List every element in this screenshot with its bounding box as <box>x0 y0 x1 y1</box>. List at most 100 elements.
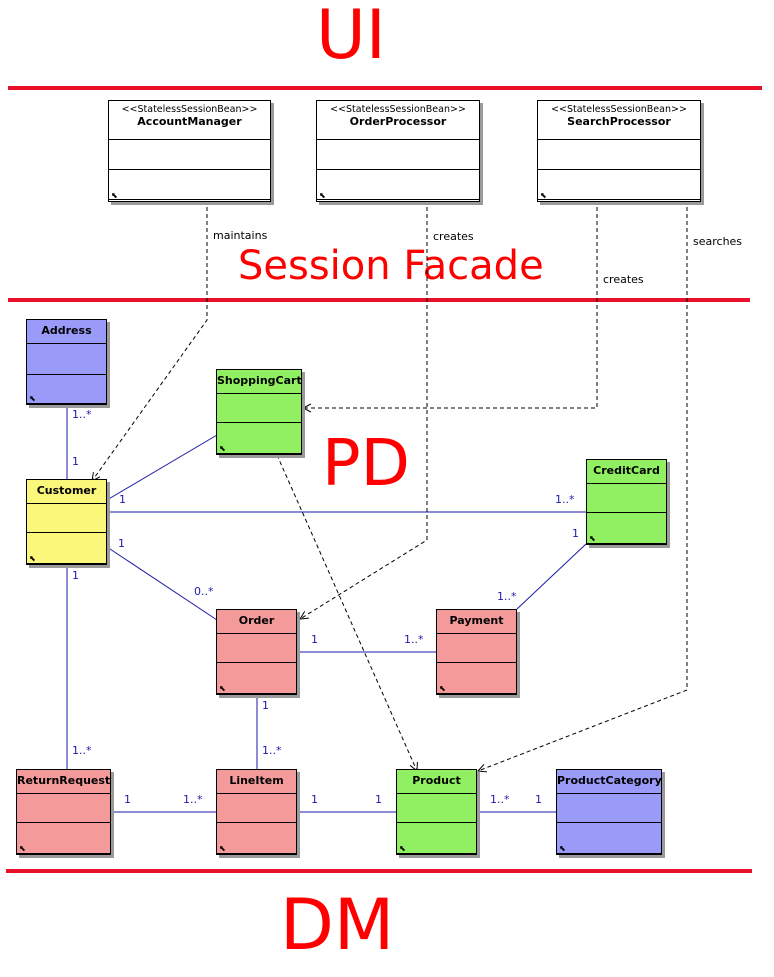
class-name: Payment <box>437 610 516 634</box>
class-name: Order <box>217 610 296 634</box>
assoc-customer-shoppingcart <box>106 434 218 501</box>
operations-compartment <box>217 663 296 694</box>
attributes-compartment <box>557 794 661 823</box>
separator-dm <box>6 869 752 873</box>
class-name: ReturnRequest <box>17 770 110 794</box>
multiplicity-label: 1..* <box>404 633 424 646</box>
attributes-compartment <box>17 794 110 823</box>
class-product[interactable]: Product ⬉ <box>396 769 477 855</box>
operations-compartment <box>538 170 700 200</box>
operations-compartment <box>17 823 110 854</box>
stereotype-label: <<StatelessSessionBean>> <box>551 104 687 115</box>
class-address[interactable]: Address ⬉ <box>26 319 107 405</box>
corner-arrow-icon: ⬉ <box>219 684 226 693</box>
operations-compartment <box>217 423 301 454</box>
operations-compartment <box>109 170 270 200</box>
multiplicity-label: 1 <box>72 569 79 582</box>
corner-arrow-icon: ⬉ <box>111 191 118 200</box>
attributes-compartment <box>217 634 296 663</box>
multiplicity-label: 1 <box>311 793 318 806</box>
attributes-compartment <box>217 394 301 423</box>
class-line-item[interactable]: LineItem ⬉ <box>216 769 297 855</box>
dep-searches <box>478 200 688 771</box>
attributes-compartment <box>538 140 700 170</box>
operations-compartment <box>397 823 476 854</box>
class-credit-card[interactable]: CreditCard ⬉ <box>586 459 667 545</box>
corner-arrow-icon: ⬉ <box>19 844 26 853</box>
multiplicity-label: 1 <box>124 793 131 806</box>
layer-title-session-facade: Session Facade <box>238 243 544 289</box>
corner-arrow-icon: ⬉ <box>559 844 566 853</box>
attributes-compartment <box>397 794 476 823</box>
multiplicity-label: 1..* <box>262 744 282 757</box>
class-name: Product <box>397 770 476 794</box>
operations-compartment <box>437 663 516 694</box>
multiplicity-label: 1..* <box>497 590 517 603</box>
corner-arrow-icon: ⬉ <box>319 191 326 200</box>
multiplicity-label: 1 <box>375 793 382 806</box>
dep-creates-order <box>300 200 428 619</box>
multiplicity-label: 1 <box>119 493 126 506</box>
class-name: Customer <box>27 480 106 504</box>
operations-compartment <box>27 533 106 564</box>
dep-maintains <box>92 200 208 481</box>
stereotype-label: <<StatelessSessionBean>> <box>121 104 258 115</box>
corner-arrow-icon: ⬉ <box>439 684 446 693</box>
attributes-compartment <box>109 140 270 170</box>
class-name: ProductCategory <box>557 770 662 794</box>
layer-title-dm: DM <box>280 884 395 966</box>
multiplicity-label: 1 <box>118 537 125 550</box>
separator-session-facade <box>8 298 750 302</box>
multiplicity-label: 1..* <box>490 793 510 806</box>
class-name: CreditCard <box>587 460 666 484</box>
multiplicity-label: 1..* <box>183 793 203 806</box>
corner-arrow-icon: ⬉ <box>29 394 36 403</box>
corner-arrow-icon: ⬉ <box>589 534 596 543</box>
class-payment[interactable]: Payment ⬉ <box>436 609 517 695</box>
class-account-manager[interactable]: <<StatelessSessionBean>> AccountManager … <box>108 100 271 202</box>
corner-arrow-icon: ⬉ <box>219 844 226 853</box>
attributes-compartment <box>587 484 666 513</box>
corner-arrow-icon: ⬉ <box>540 191 547 200</box>
class-customer[interactable]: Customer ⬉ <box>26 479 107 565</box>
class-name: OrderProcessor <box>349 115 447 128</box>
attributes-compartment <box>27 344 106 375</box>
dep-cart-product <box>276 454 417 771</box>
dependency-label-creates-cart: creates <box>603 273 644 286</box>
attributes-compartment <box>317 140 479 170</box>
class-product-category[interactable]: ProductCategory ⬉ <box>556 769 662 855</box>
corner-arrow-icon: ⬉ <box>219 444 226 453</box>
class-name: SearchProcessor <box>567 115 671 128</box>
attributes-compartment <box>217 794 296 823</box>
operations-compartment <box>557 823 661 854</box>
multiplicity-label: 1..* <box>72 408 92 421</box>
dependency-label-searches: searches <box>693 235 743 248</box>
stereotype-label: <<StatelessSessionBean>> <box>330 104 466 115</box>
class-name: LineItem <box>217 770 296 794</box>
class-name: AccountManager <box>137 115 242 128</box>
multiplicity-label: 1..* <box>72 744 92 757</box>
operations-compartment <box>587 513 666 544</box>
dependency-label-creates-order: creates <box>433 230 474 243</box>
operations-compartment <box>317 170 479 200</box>
multiplicity-label: 1 <box>262 699 269 712</box>
operations-compartment <box>27 375 106 404</box>
class-name: ShoppingCart <box>217 370 302 394</box>
assoc-creditcard-payment <box>516 543 587 610</box>
layer-title-ui: UI <box>316 0 386 75</box>
class-name: Address <box>27 320 106 344</box>
class-order-processor[interactable]: <<StatelessSessionBean>> OrderProcessor … <box>316 100 480 202</box>
class-search-processor[interactable]: <<StatelessSessionBean>> SearchProcessor… <box>537 100 701 202</box>
operations-compartment <box>217 823 296 854</box>
attributes-compartment <box>437 634 516 663</box>
attributes-compartment <box>27 504 106 533</box>
layer-title-pd: PD <box>322 427 410 501</box>
class-shopping-cart[interactable]: ShoppingCart ⬉ <box>216 369 302 455</box>
multiplicity-label: 0..* <box>194 585 214 598</box>
class-order[interactable]: Order ⬉ <box>216 609 297 695</box>
multiplicity-label: 1 <box>72 455 79 468</box>
class-return-request[interactable]: ReturnRequest ⬉ <box>16 769 111 855</box>
multiplicity-label: 1 <box>535 793 542 806</box>
dependency-label-maintains: maintains <box>213 229 268 242</box>
